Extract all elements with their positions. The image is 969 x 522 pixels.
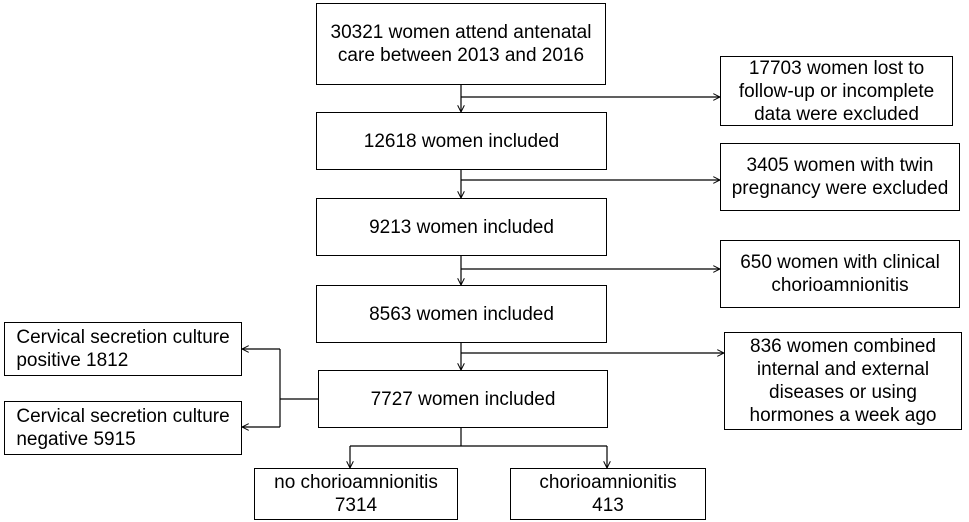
culture-positive-text: Cervical secretion culture positive 1812 (16, 327, 230, 371)
included-2-box: 9213 women included (316, 198, 607, 256)
no-chorio-text: no chorioamnionitis 7314 (274, 472, 438, 516)
excluded-twin-text: 3405 women with twin pregnancy were excl… (731, 155, 949, 199)
included-4-box: 7727 women included (318, 370, 608, 428)
excluded-chorio-text: 650 women with clinical chorioamnionitis (740, 252, 940, 296)
culture-negative-box: Cervical secretion culture negative 5915 (4, 401, 242, 455)
included-1-box: 12618 women included (316, 112, 607, 170)
excluded-twin-box: 3405 women with twin pregnancy were excl… (720, 143, 960, 211)
excluded-disease-text: 836 women combined internal and external… (749, 336, 937, 426)
culture-positive-box: Cervical secretion culture positive 1812 (4, 322, 242, 376)
excluded-lost-box: 17703 women lost to follow-up or incompl… (720, 56, 953, 126)
start-box: 30321 women attend antenatal care betwee… (316, 3, 606, 85)
included-2-text: 9213 women included (369, 216, 554, 238)
culture-negative-text: Cervical secretion culture negative 5915 (16, 406, 230, 450)
no-chorio-box: no chorioamnionitis 7314 (254, 468, 458, 520)
included-4-text: 7727 women included (370, 388, 556, 410)
excluded-disease-box: 836 women combined internal and external… (724, 332, 962, 430)
included-3-box: 8563 women included (316, 285, 607, 343)
excluded-chorio-box: 650 women with clinical chorioamnionitis (720, 240, 960, 308)
included-3-text: 8563 women included (369, 303, 554, 325)
excluded-lost-text: 17703 women lost to follow-up or incompl… (738, 57, 935, 125)
included-1-text: 12618 women included (363, 130, 560, 152)
chorio-box: chorioamnionitis 413 (510, 468, 706, 520)
start-box-text: 30321 women attend antenatal care betwee… (330, 22, 592, 66)
chorio-text: chorioamnionitis 413 (539, 472, 677, 516)
